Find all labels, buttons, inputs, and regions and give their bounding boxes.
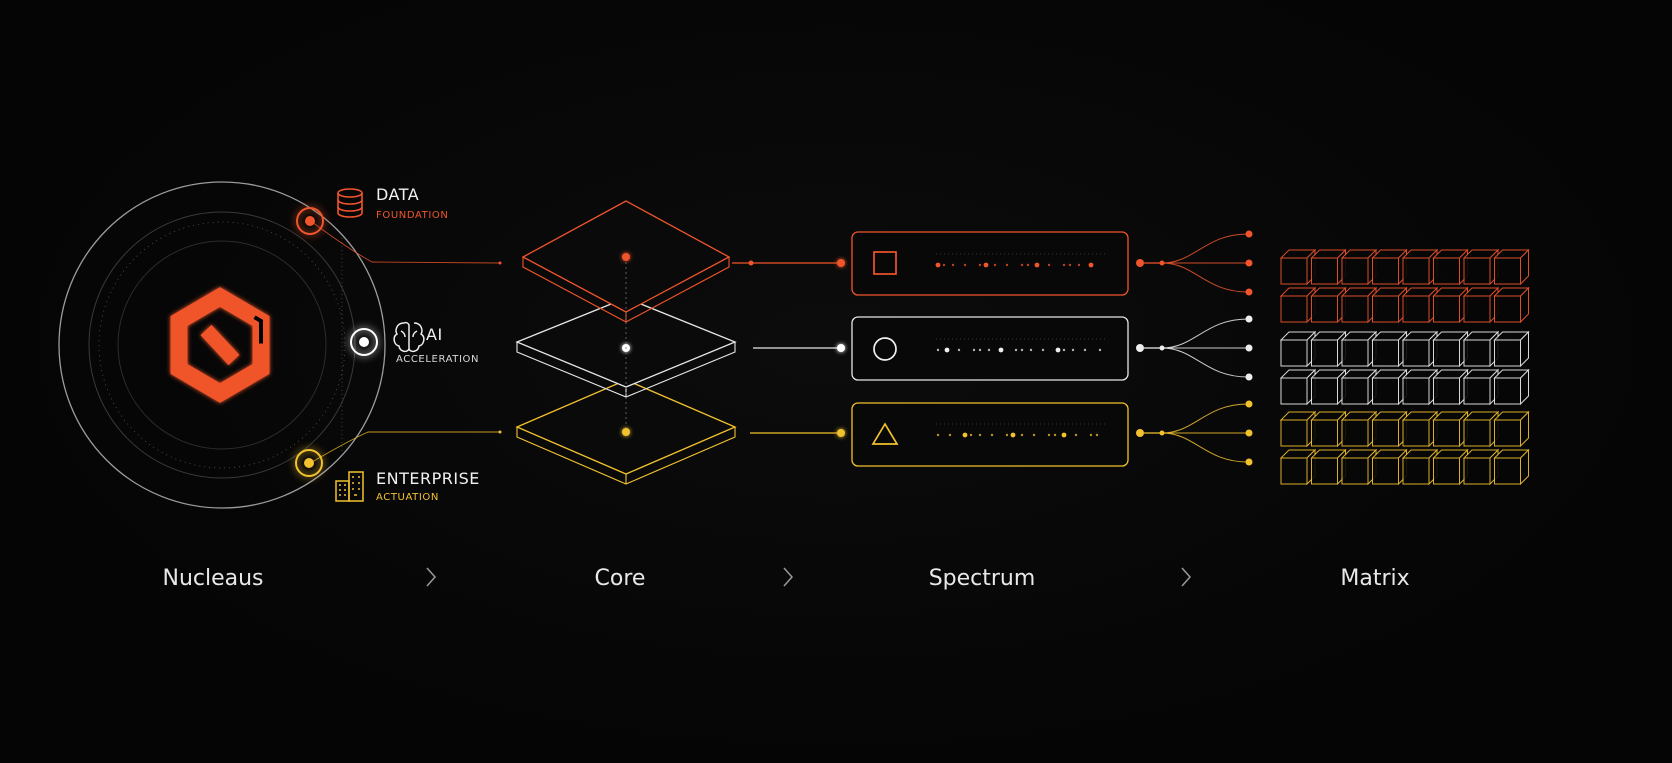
chevron-right-icon xyxy=(783,567,794,587)
circle-icon xyxy=(873,337,897,361)
data-title: DATA xyxy=(376,185,419,204)
middle-ring xyxy=(88,211,356,479)
data-connector xyxy=(311,221,501,264)
stage-label-spectrum: Spectrum xyxy=(929,566,1036,591)
data-node[interactable]: DATA FOUNDATION xyxy=(296,185,448,235)
stage-labels: Nucleaus Core Spectrum Matrix xyxy=(162,566,1409,591)
data-node-dot xyxy=(305,216,315,226)
core-section xyxy=(515,200,737,485)
inner-ring xyxy=(117,240,327,450)
ai-node[interactable]: AI ACCELERATION xyxy=(350,321,479,365)
spectrum-section xyxy=(851,231,1129,467)
connector-end xyxy=(498,261,502,265)
enterprise-node-dot xyxy=(304,458,314,468)
square-icon xyxy=(873,251,897,275)
chevron-right-icon xyxy=(1181,567,1192,587)
spectrum-row-data[interactable] xyxy=(851,231,1129,296)
data-subtitle: FOUNDATION xyxy=(376,210,448,221)
core-yellow-dot xyxy=(622,428,630,436)
ai-node-dot xyxy=(359,337,369,347)
core-orange-dot xyxy=(622,253,630,261)
matrix-section xyxy=(1279,248,1530,486)
data-stream xyxy=(935,253,1106,268)
ai-title: AI xyxy=(426,325,443,344)
spectrum-row-enterprise[interactable] xyxy=(851,402,1129,467)
nucleus-section: DATA FOUNDATION AI ACCELERATION xyxy=(58,181,502,509)
triangle-icon xyxy=(871,422,899,445)
fanout-connectors xyxy=(1136,230,1253,466)
building-icon xyxy=(335,471,364,502)
database-icon xyxy=(337,188,363,218)
brain-icon xyxy=(393,321,425,353)
stage-label-core: Core xyxy=(595,566,646,591)
interlocked-hexagon-logo-icon xyxy=(170,287,270,403)
data-node-ring xyxy=(296,207,324,235)
ai-node-ring xyxy=(350,328,378,356)
ai-subtitle: ACCELERATION xyxy=(396,354,479,365)
chevron-right-icon xyxy=(426,567,437,587)
spectrum-row-ai[interactable] xyxy=(851,316,1129,381)
data-stream xyxy=(936,423,1106,438)
connector-end xyxy=(498,430,502,434)
enterprise-node[interactable]: ENTERPRISE ACTUATION xyxy=(295,449,480,503)
enterprise-connector xyxy=(311,431,500,463)
enterprise-subtitle: ACTUATION xyxy=(376,492,439,503)
stage-label-nucleus: Nucleaus xyxy=(162,566,263,591)
enterprise-node-ring xyxy=(295,449,323,477)
core-spectrum-connectors xyxy=(732,259,845,437)
data-stream xyxy=(936,338,1106,353)
dotted-ring xyxy=(98,221,346,469)
outer-ring xyxy=(58,181,386,509)
stage-label-matrix: Matrix xyxy=(1340,566,1409,591)
enterprise-title: ENTERPRISE xyxy=(376,469,480,488)
